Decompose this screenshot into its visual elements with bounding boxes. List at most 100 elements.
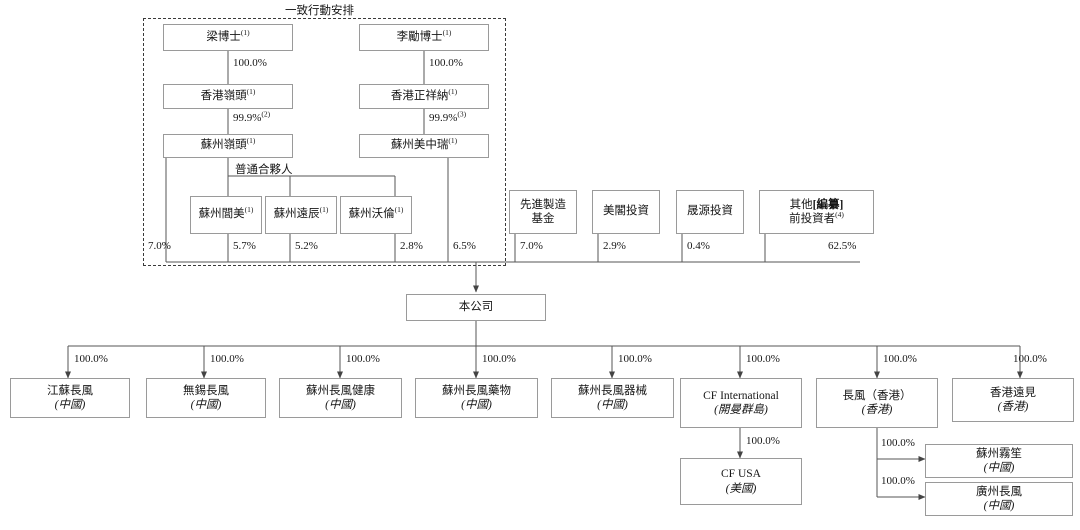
footnote-ref: (1) xyxy=(394,205,404,215)
node-suzhou-meizhongrui[interactable]: 蘇州美中瑞(1) xyxy=(359,134,489,158)
node-liang-doctor[interactable]: 梁博士(1) xyxy=(163,24,293,51)
node-label: 蘇州長風健康 xyxy=(306,384,375,397)
node-label-line1: 先進製造 xyxy=(520,198,566,211)
node-jurisdiction: (中國) xyxy=(54,399,86,411)
pct-liang-to-hklingtou: 100.0% xyxy=(233,57,267,69)
node-cf-international[interactable]: CF International (開曼群島) xyxy=(680,378,802,428)
node-jurisdiction: (香港) xyxy=(997,401,1029,413)
node-label: 香港遠見 xyxy=(990,386,1036,399)
pct-sub-wuxi: 100.0% xyxy=(210,353,244,365)
node-jurisdiction: (中國) xyxy=(325,399,356,411)
node-label: CF International xyxy=(703,389,779,402)
node-advanced-manufacturing-fund[interactable]: 先進製造 基金 xyxy=(509,190,577,234)
footnote-ref: (1) xyxy=(442,27,452,37)
node-label: 蘇州沃倫 xyxy=(348,208,395,221)
node-suzhou-wolun[interactable]: 蘇州沃倫(1) xyxy=(340,196,412,234)
node-jurisdiction: (中國) xyxy=(983,462,1015,474)
node-the-company[interactable]: 本公司 xyxy=(406,294,546,321)
redaction-marker: [編纂] xyxy=(812,198,844,211)
footnote-ref: (1) xyxy=(240,27,250,37)
node-other-pre-ipo-investors[interactable]: 其他[編纂] 前投資者(4) xyxy=(759,190,874,234)
pct-sub-pharma: 100.0% xyxy=(482,353,516,365)
node-label: 本公司 xyxy=(458,300,494,313)
node-label: 江蘇長風 xyxy=(47,384,93,397)
node-changfeng-hongkong[interactable]: 長風（香港） (香港) xyxy=(816,378,938,428)
pct-sub-cfhk: 100.0% xyxy=(883,353,917,365)
node-label: 蘇州霧笙 xyxy=(976,447,1022,460)
footnote-ref: (1) xyxy=(448,136,458,146)
pct-szmeizhongrui: 6.5% xyxy=(453,240,476,252)
pct-other-investors: 62.5% xyxy=(828,240,857,252)
pct-hklingtou-to-szlingtou: 99.9%(2) xyxy=(233,109,271,124)
node-jurisdiction: (香港) xyxy=(861,404,893,416)
node-label: 蘇州長風藥物 xyxy=(442,384,511,397)
footnote-ref: (4) xyxy=(835,210,844,220)
node-wuxi-changfeng[interactable]: 無錫長風 (中國) xyxy=(146,378,266,418)
grouping-title: 一致行動安排 xyxy=(285,5,354,17)
node-suzhou-lingtou[interactable]: 蘇州嶺頭(1) xyxy=(163,134,293,158)
node-hk-lingtou[interactable]: 香港嶺頭(1) xyxy=(163,84,293,109)
pct-szlingtou-direct: 7.0% xyxy=(148,240,171,252)
node-shengyuan-investment[interactable]: 晟源投資 xyxy=(676,190,744,234)
pct-sub-hkyuanjian: 100.0% xyxy=(1013,353,1047,365)
node-label: 廣州長風 xyxy=(976,485,1022,498)
footnote-ref: (2) xyxy=(261,109,271,119)
node-suzhou-changfeng-device[interactable]: 蘇州長風器械 (中國) xyxy=(551,378,674,418)
pct-sub-jiangsu: 100.0% xyxy=(74,353,108,365)
node-label: 蘇州嶺頭 xyxy=(200,139,247,152)
pct-sub-device: 100.0% xyxy=(618,353,652,365)
node-label: 李勵博士 xyxy=(396,30,443,43)
node-label: 香港正祥納 xyxy=(390,89,449,102)
node-label: CF USA xyxy=(721,468,761,481)
node-label: 蘇州長風器械 xyxy=(578,384,647,397)
footnote-ref: (1) xyxy=(246,136,256,146)
pct-li-to-hkzhengxiangna: 100.0% xyxy=(429,57,463,69)
node-label: 蘇州閭美 xyxy=(198,208,245,221)
node-hongkong-yuanjian[interactable]: 香港遠見 (香港) xyxy=(952,378,1074,422)
node-jurisdiction: (美國) xyxy=(725,482,757,495)
pct-value: 99.9% xyxy=(429,112,458,124)
node-label: 蘇州美中瑞 xyxy=(390,139,449,152)
pct-gzchangfeng: 100.0% xyxy=(881,475,915,487)
pct-szyuanchen: 5.2% xyxy=(295,240,318,252)
node-label: 長風（香港） xyxy=(842,389,912,402)
general-partner-label: 普通合夥人 xyxy=(235,164,293,176)
node-li-li-doctor[interactable]: 李勵博士(1) xyxy=(359,24,489,51)
node-label: 晟源投資 xyxy=(687,205,733,218)
node-cf-usa[interactable]: CF USA (美國) xyxy=(680,458,802,505)
node-jurisdiction: (中國) xyxy=(461,399,492,411)
pct-szwolun: 2.8% xyxy=(400,240,423,252)
node-jurisdiction: (中國) xyxy=(983,500,1015,512)
node-suzhou-lvmei[interactable]: 蘇州閭美(1) xyxy=(190,196,262,234)
concert-party-dashed-box xyxy=(143,18,506,266)
node-label: 無錫長風 xyxy=(183,384,229,397)
pct-advanced-mfg: 7.0% xyxy=(520,240,543,252)
node-suzhou-changfeng-health[interactable]: 蘇州長風健康 (中國) xyxy=(279,378,402,418)
pct-shengyuan: 0.4% xyxy=(687,240,710,252)
node-label-line2: 基金 xyxy=(531,213,555,225)
node-jurisdiction: (中國) xyxy=(597,399,628,411)
footnote-ref: (1) xyxy=(448,86,458,96)
pct-value: 99.9% xyxy=(233,112,262,124)
pct-hkzhengxiangna-to-szmeizhongrui: 99.9%(3) xyxy=(429,110,466,124)
node-label: 梁博士 xyxy=(206,30,241,43)
footnote-ref: (1) xyxy=(246,86,256,96)
node-hk-zhengxiangna[interactable]: 香港正祥納(1) xyxy=(359,84,489,109)
node-label: 美閣投資 xyxy=(603,205,649,218)
node-jurisdiction: (開曼群島) xyxy=(714,404,768,416)
node-suzhou-wusheng[interactable]: 蘇州霧笙 (中國) xyxy=(925,444,1073,478)
node-label: 蘇州遠辰 xyxy=(273,208,320,221)
node-label-line2: 前投資者 xyxy=(789,213,836,225)
pct-meige: 2.9% xyxy=(603,240,626,252)
node-jurisdiction: (中國) xyxy=(190,399,222,411)
pct-szlvmei: 5.7% xyxy=(233,240,256,252)
node-suzhou-changfeng-pharma[interactable]: 蘇州長風藥物 (中國) xyxy=(415,378,538,418)
pct-sub-cfintl: 100.0% xyxy=(746,353,780,365)
footnote-ref: (1) xyxy=(319,205,329,215)
node-jiangsu-changfeng[interactable]: 江蘇長風 (中國) xyxy=(10,378,130,418)
node-guangzhou-changfeng[interactable]: 廣州長風 (中國) xyxy=(925,482,1073,516)
node-suzhou-yuanchen[interactable]: 蘇州遠辰(1) xyxy=(265,196,337,234)
node-meige-investment[interactable]: 美閣投資 xyxy=(592,190,660,234)
node-label-line1: 其他 xyxy=(789,198,813,211)
